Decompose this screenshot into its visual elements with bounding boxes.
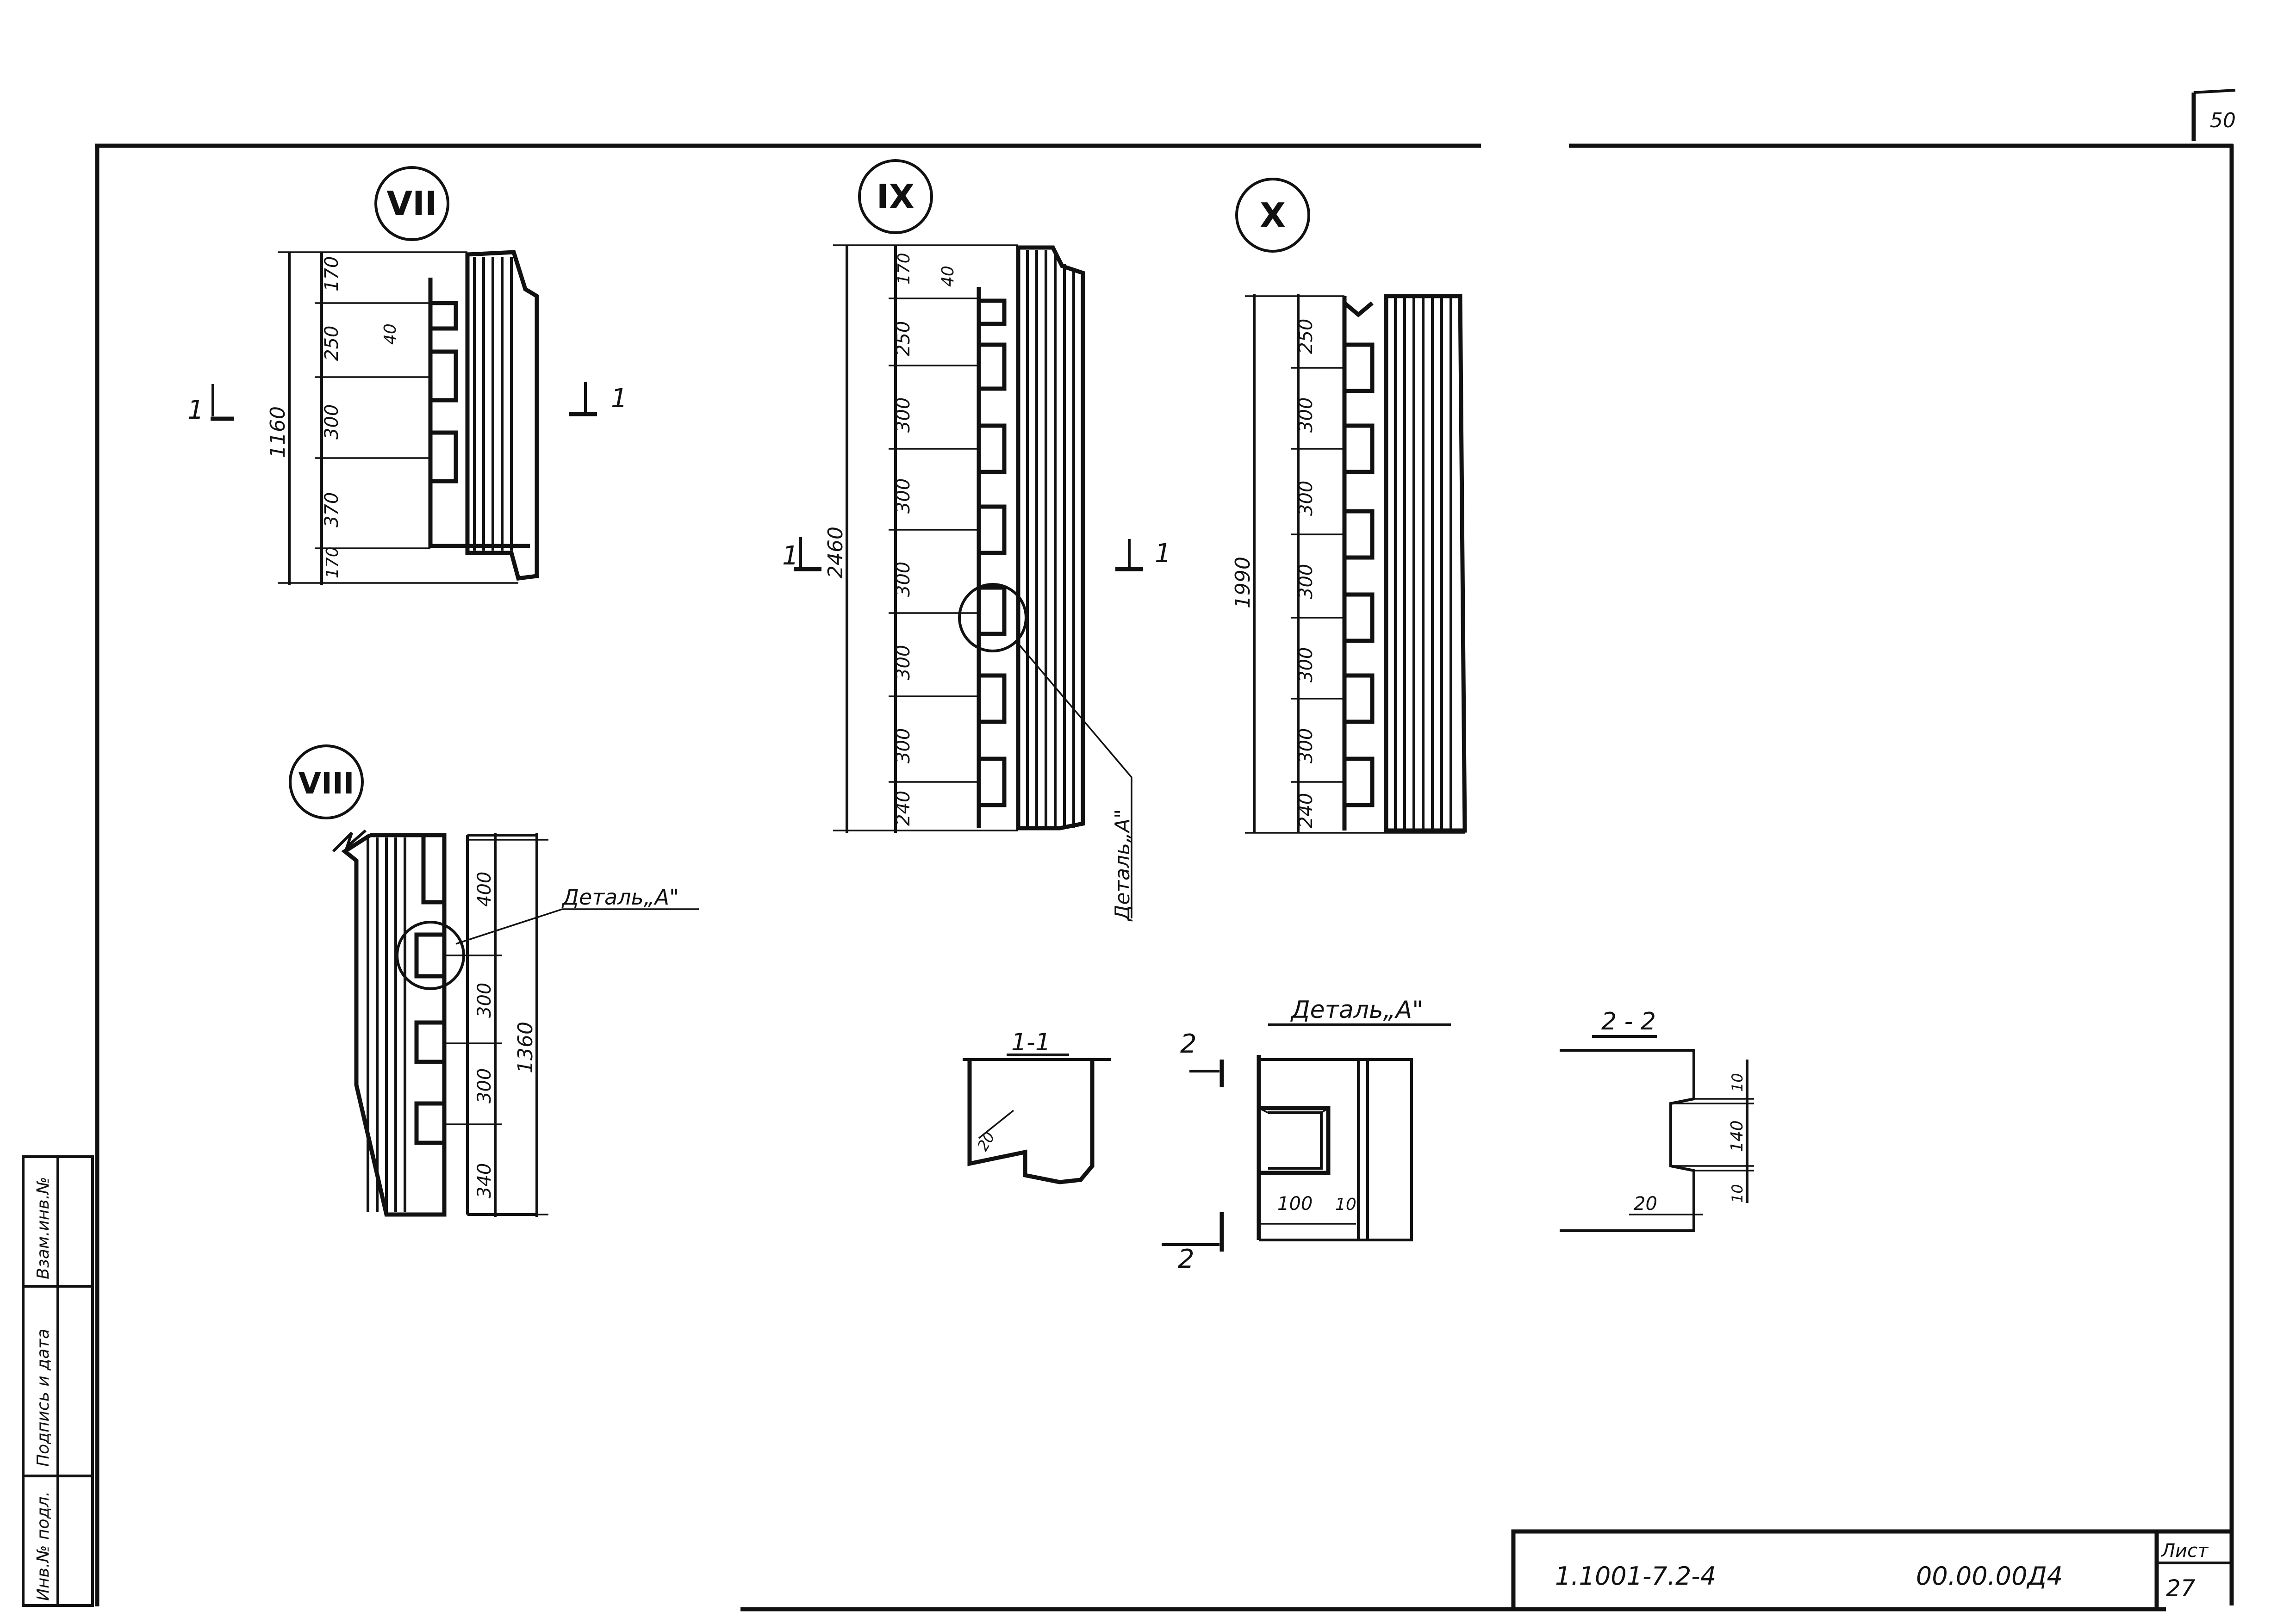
view-x-circle [1235,178,1310,253]
view-viii: VIII Деталь„А" 400 300 300 340 1360 [289,744,699,1217]
sheet-frame: 50 [95,89,2236,1612]
view-ix-label: IX [877,177,915,216]
view-x: X 250 300 300 300 300 300 240 [1231,178,1467,834]
svg-text:1: 1 [1155,539,1171,569]
ix-detail-callout: Деталь„А" [1111,809,1134,922]
x-dim-3: 300 [1295,481,1317,516]
svg-text:2: 2 [1180,1029,1197,1059]
vii-dim-4: 370 [321,492,342,527]
s22-dim-4: 20 [1634,1193,1657,1215]
section-1-1-title: 1-1 [1011,1029,1051,1056]
svg-text:1: 1 [782,541,799,571]
x-dim-6: 300 [1295,728,1317,763]
ix-dim-total: 2460 [824,527,847,578]
vii-dim-niche: 40 [381,323,400,345]
section-2-2: 2 - 2 10 140 10 20 [1560,1008,1754,1232]
s11-dim: 20 [974,1129,998,1154]
view-vii-circle [374,166,449,241]
view-ix: IX Деталь„А" 170 250 300 [782,159,1171,922]
viii-dim-3: 300 [474,1068,495,1103]
ix-detail-circle [958,583,1027,652]
x-dim-4: 300 [1295,564,1317,599]
title-block-sheet-label: Лист [2160,1540,2209,1562]
detail-section-mark-top: 2 [1180,1029,1224,1087]
x-dim-total: 1990 [1231,557,1255,608]
vii-dim-5: 170 [323,546,342,578]
stamp-vzam-inv: Взам.инв.№ [34,1177,53,1279]
detail-dim-2: 10 [1335,1195,1356,1214]
view-vii: VII 170 250 300 370 170 1160 40 1 [187,166,628,585]
ix-dim-7: 300 [893,728,914,763]
ix-dim-3: 300 [893,397,914,433]
vii-dim-1: 170 [321,256,342,291]
ix-dim-1: 170 [895,253,914,285]
section-2-2-title: 2 - 2 [1601,1008,1656,1035]
detail-a-title: Деталь„А" [1290,996,1423,1024]
viii-detail-callout: Деталь„А" [561,885,679,910]
viii-dim-2: 300 [474,983,495,1018]
svg-text:1: 1 [187,395,204,425]
x-dim-1: 250 [1295,319,1317,354]
title-block-designation: 00.00.00Д4 [1916,1562,2063,1591]
view-viii-label: VIII [299,767,355,801]
title-block-code: 1.1001-7.2-4 [1555,1562,1716,1591]
s22-dim-1: 10 [1729,1073,1746,1092]
x-dim-5: 300 [1295,647,1317,682]
ix-dim-8: 240 [893,791,914,826]
stamp-podp-data: Подпись и дата [34,1329,53,1467]
vii-dim-total: 1160 [266,406,290,458]
view-x-label: X [1260,196,1286,235]
view-ix-circle [858,159,933,234]
side-stamp: Инв.№ подл. Подпись и дата Взам.инв.№ [22,1155,94,1607]
ix-dim-6: 300 [893,645,914,680]
x-dim-7: 240 [1295,793,1317,828]
ix-dim-niche: 40 [939,266,958,287]
view-vii-label: VII [386,184,437,223]
vii-section-mark-right: 1 [569,382,628,416]
vii-section-mark-left: 1 [187,384,234,425]
viii-dim-total: 1360 [514,1022,537,1073]
s22-dim-2: 140 [1728,1120,1747,1152]
ix-section-mark-right: 1 [1115,539,1171,571]
viii-dim-4: 340 [474,1163,495,1198]
title-block-sheet-number: 27 [2166,1575,2196,1602]
svg-text:2: 2 [1178,1244,1194,1274]
ix-dim-2: 250 [893,321,914,356]
ix-dim-5: 300 [893,562,914,597]
detail-dim-1: 100 [1277,1193,1313,1215]
viii-dim-1: 400 [474,872,495,907]
title-block: 1.1001-7.2-4 00.00.00Д4 Лист 27 [1511,1529,2231,1608]
detail-section-mark-bottom: 2 [1162,1212,1224,1274]
s22-dim-3: 10 [1729,1184,1746,1203]
vii-dim-3: 300 [321,404,342,440]
vii-dim-2: 250 [321,326,342,361]
ix-section-mark-left: 1 [782,537,821,571]
x-dim-2: 300 [1295,397,1317,433]
section-1-1: 1-1 20 [963,1029,1111,1184]
view-viii-circle [289,744,364,819]
page-number: 50 [2210,109,2236,132]
detail-a: Деталь„А" 100 10 2 2 [1162,996,1451,1274]
ix-dim-4: 300 [893,478,914,514]
stamp-inv-podl: Инв.№ подл. [34,1491,53,1601]
svg-text:1: 1 [611,384,628,414]
